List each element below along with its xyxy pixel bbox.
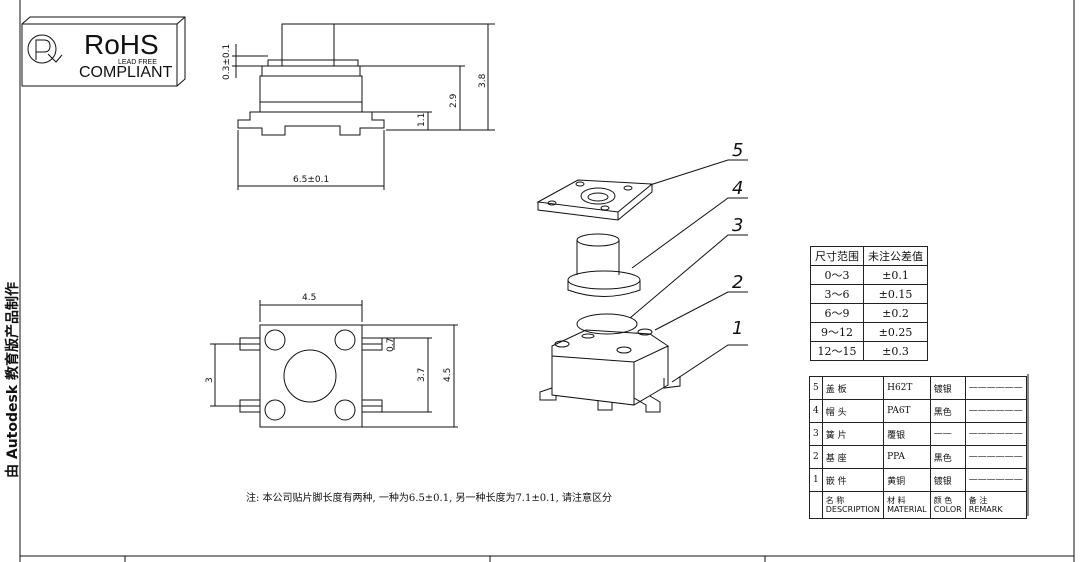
callout-3-leader xyxy=(629,234,748,319)
bom-header-color-cn: 颜 色 xyxy=(933,496,953,505)
rohs-lead-free: LEAD FREE xyxy=(118,59,157,66)
bom-name: 盖 板 xyxy=(821,376,885,400)
dim-top-width: 4.5 xyxy=(302,293,317,303)
tolerance-header-range: 尺寸范围 xyxy=(810,246,864,266)
bom-index: 3 xyxy=(809,422,823,446)
tolerance-range: 3～6 xyxy=(810,284,864,304)
dim-right-inner: 3.7 xyxy=(417,367,427,382)
bom-header-remark-cn: 备 注 xyxy=(968,496,988,505)
dim-width-leads: 6.5±0.1 xyxy=(293,175,330,185)
tolerance-header-row: 尺寸范围 未注公差值 xyxy=(810,246,928,266)
bom-material: H62T xyxy=(883,376,931,400)
dim-height-total: 3.8 xyxy=(478,73,488,88)
callout-1: 1 xyxy=(732,318,744,339)
exploded-view xyxy=(536,159,748,413)
bom-header-name-en: DESCRIPTION xyxy=(825,505,880,514)
table-row: 5 盖 板 H62T 镀银 —————— xyxy=(809,376,1028,400)
bom-header-name: 名 称 DESCRIPTION xyxy=(821,491,885,519)
table-row: 6～9 ±0.2 xyxy=(810,303,928,323)
rohs-compliant: COMPLIANT xyxy=(79,64,173,81)
tolerance-value: ±0.1 xyxy=(863,265,928,285)
bom-name: 基 座 xyxy=(821,445,885,469)
bom-name: 簧 片 xyxy=(821,422,885,446)
bom-color: 镀银 xyxy=(929,376,966,400)
bom-remark: —————— xyxy=(964,468,1028,492)
tolerance-range: 12～15 xyxy=(810,341,864,361)
bom-name: 帽 头 xyxy=(821,399,885,423)
table-row: 3～6 ±0.15 xyxy=(810,284,928,304)
dim-pin-height: 1.1 xyxy=(417,112,427,127)
tolerance-value: ±0.2 xyxy=(863,303,928,323)
bom-color: 黑色 xyxy=(929,445,966,469)
callout-2-leader xyxy=(654,291,748,331)
bom-index: 5 xyxy=(809,376,823,400)
callout-5-leader xyxy=(649,159,748,186)
bom-material: PPA xyxy=(883,445,931,469)
bom-material: 黄铜 xyxy=(883,468,931,492)
bom-material: PA6T xyxy=(883,399,931,423)
callout-2: 2 xyxy=(732,272,744,293)
callout-4-leader xyxy=(631,197,748,269)
bom-header-material-cn: 材 料 xyxy=(887,496,906,505)
bom-color: 镀银 xyxy=(929,468,966,492)
dim-left-height: 3 xyxy=(205,377,215,383)
rohs-box xyxy=(21,16,186,87)
tolerance-header-value: 未注公差值 xyxy=(863,246,928,266)
tolerance-range: 0～3 xyxy=(810,265,864,285)
bom-table: 5 盖 板 H62T 镀银 —————— 4 帽 头 PA6T 黑色 —————… xyxy=(809,376,1028,519)
dim-pad-width: 0.7 xyxy=(386,337,396,352)
table-row: 9～12 ±0.25 xyxy=(810,322,928,342)
autodesk-watermark: 由 Autodesk 教育版产品制作 xyxy=(5,281,21,478)
callout-3: 3 xyxy=(732,215,744,236)
note-text: 注: 本公司贴片脚长度有两种, 一种为6.5±0.1, 另一种长度为7.1±0.… xyxy=(246,493,612,504)
bom-index: 1 xyxy=(809,468,823,492)
callout-1-leader xyxy=(671,344,748,383)
bom-color: —— xyxy=(929,422,966,446)
tolerance-range: 6～9 xyxy=(810,303,864,323)
dim-top-small: 0.3±0.1 xyxy=(222,43,232,80)
bom-remark: —————— xyxy=(964,422,1028,446)
bom-header-name-cn: 名 称 xyxy=(825,496,845,505)
bom-header-material-en: MATERIAL xyxy=(887,505,927,514)
front-view xyxy=(232,23,495,190)
bom-material: 覆银 xyxy=(883,422,931,446)
table-row: 3 簧 片 覆银 —— —————— xyxy=(809,422,1028,446)
table-row: 1 嵌 件 黄铜 镀银 —————— xyxy=(809,468,1028,492)
tolerance-value: ±0.15 xyxy=(863,284,928,304)
bom-name: 嵌 件 xyxy=(821,468,885,492)
tolerance-value: ±0.25 xyxy=(863,322,928,342)
top-view xyxy=(210,300,458,428)
bom-index: 4 xyxy=(809,399,823,423)
dim-right-outer: 4.5 xyxy=(443,367,453,382)
tolerance-value: ±0.3 xyxy=(863,341,928,361)
rohs-title: RoHS xyxy=(84,29,159,60)
table-row: 4 帽 头 PA6T 黑色 —————— xyxy=(809,399,1028,423)
tolerance-range: 9～12 xyxy=(810,322,864,342)
bom-header-color-en: COLOR xyxy=(933,505,962,514)
bom-index: 2 xyxy=(809,445,823,469)
bom-header-color: 颜 色 COLOR xyxy=(929,491,966,519)
callout-4: 4 xyxy=(732,178,744,199)
bom-remark: —————— xyxy=(964,399,1028,423)
table-row: 12～15 ±0.3 xyxy=(810,341,928,361)
table-row: 2 基 座 PPA 黑色 —————— xyxy=(809,445,1028,469)
table-row: 0～3 ±0.1 xyxy=(810,265,928,285)
bom-remark: —————— xyxy=(964,376,1028,400)
tolerance-table: 尺寸范围 未注公差值 0～3 ±0.1 3～6 ±0.15 6～9 ±0.2 9… xyxy=(810,246,928,361)
dim-height-body: 2.9 xyxy=(449,93,459,108)
bom-header-row: 名 称 DESCRIPTION 材 料 MATERIAL 颜 色 COLOR 备… xyxy=(809,491,1028,519)
bom-header-remark-en: REMARK xyxy=(968,505,1003,514)
callout-5: 5 xyxy=(732,140,744,161)
bom-header-remark: 备 注 REMARK xyxy=(964,491,1028,519)
bom-header-material: 材 料 MATERIAL xyxy=(883,491,931,519)
bom-remark: —————— xyxy=(964,445,1028,469)
bom-color: 黑色 xyxy=(929,399,966,423)
